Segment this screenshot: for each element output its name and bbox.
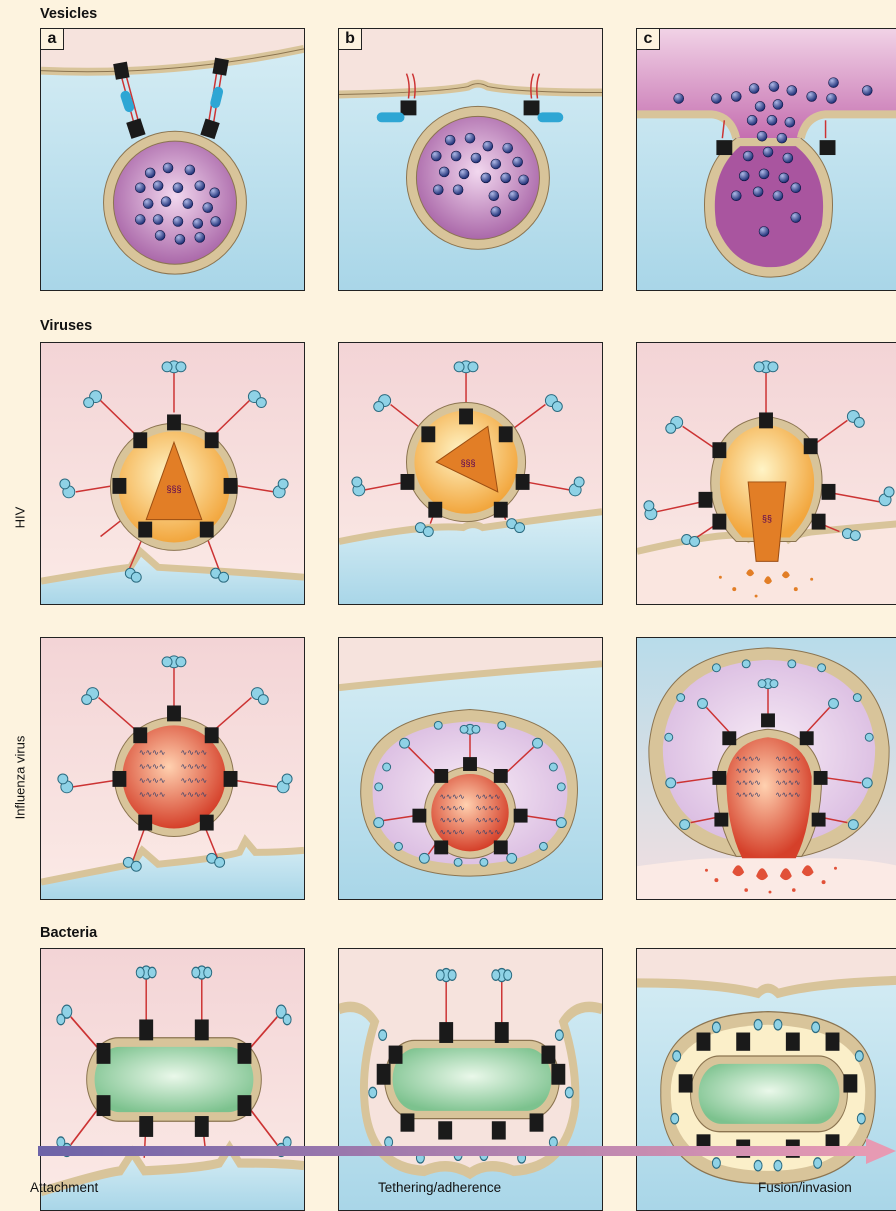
axis-label-attachment: Attachment bbox=[30, 1180, 98, 1195]
svg-text:∿∿∿∿: ∿∿∿∿ bbox=[736, 790, 761, 799]
svg-text:∿∿∿∿: ∿∿∿∿ bbox=[775, 754, 800, 763]
svg-text:∿∿∿∿: ∿∿∿∿ bbox=[440, 816, 465, 825]
panel-bacteria-fusion bbox=[636, 948, 896, 1211]
svg-text:§§§: §§§ bbox=[461, 458, 476, 468]
vesicle-fusion-illustration bbox=[637, 29, 896, 290]
svg-text:∿∿∿∿: ∿∿∿∿ bbox=[736, 778, 761, 787]
panel-hiv-tethering: §§§ bbox=[338, 342, 603, 605]
bacteria-attachment-illustration bbox=[41, 949, 304, 1210]
svg-text:∿∿∿∿: ∿∿∿∿ bbox=[440, 792, 465, 801]
panel-vesicle-tethering: b bbox=[338, 28, 603, 291]
svg-text:∿∿∿∿: ∿∿∿∿ bbox=[775, 778, 800, 787]
hiv-tethering-illustration: §§§ bbox=[339, 343, 602, 604]
hiv-attachment-illustration: §§§ bbox=[41, 343, 304, 604]
panel-influenza-fusion: ∿∿∿∿ ∿∿∿∿ ∿∿∿∿ ∿∿∿∿ ∿∿∿∿ ∿∿∿∿ ∿∿∿∿ ∿∿∿∿ bbox=[636, 637, 896, 900]
panel-letter-a: a bbox=[41, 29, 64, 50]
panel-bacteria-tethering bbox=[338, 948, 603, 1211]
axis-label-fusion: Fusion/invasion bbox=[758, 1180, 852, 1195]
vesicle-tethering-illustration bbox=[339, 29, 602, 290]
section-title-vesicles: Vesicles bbox=[40, 6, 97, 22]
panel-vesicle-fusion: c bbox=[636, 28, 896, 291]
svg-text:∿∿∿∿: ∿∿∿∿ bbox=[181, 790, 208, 799]
panel-hiv-attachment: §§§ bbox=[40, 342, 305, 605]
svg-text:∿∿∿∿: ∿∿∿∿ bbox=[181, 748, 208, 757]
svg-text:§§: §§ bbox=[762, 514, 772, 524]
svg-text:∿∿∿∿: ∿∿∿∿ bbox=[440, 804, 465, 813]
svg-text:∿∿∿∿: ∿∿∿∿ bbox=[139, 762, 166, 771]
svg-text:∿∿∿∿: ∿∿∿∿ bbox=[475, 792, 500, 801]
svg-text:∿∿∿∿: ∿∿∿∿ bbox=[139, 748, 166, 757]
influenza-tethering-illustration: ∿∿∿∿ ∿∿∿∿ ∿∿∿∿ ∿∿∿∿ ∿∿∿∿ ∿∿∿∿ ∿∿∿∿ ∿∿∿∿ bbox=[339, 638, 602, 899]
bacteria-fusion-illustration bbox=[637, 949, 896, 1210]
svg-text:∿∿∿∿: ∿∿∿∿ bbox=[736, 754, 761, 763]
vesicle-attachment-illustration bbox=[41, 29, 304, 290]
progression-arrow bbox=[38, 1138, 896, 1164]
svg-text:§§§: §§§ bbox=[167, 484, 182, 494]
axis-label-tethering: Tethering/adherence bbox=[378, 1180, 501, 1195]
row-label-hiv: HIV bbox=[13, 418, 28, 618]
svg-text:∿∿∿∿: ∿∿∿∿ bbox=[181, 776, 208, 785]
svg-text:∿∿∿∿: ∿∿∿∿ bbox=[775, 790, 800, 799]
panel-hiv-fusion: §§ bbox=[636, 342, 896, 605]
svg-text:∿∿∿∿: ∿∿∿∿ bbox=[475, 816, 500, 825]
section-title-bacteria: Bacteria bbox=[40, 925, 97, 941]
svg-text:∿∿∿∿: ∿∿∿∿ bbox=[475, 827, 500, 836]
svg-text:∿∿∿∿: ∿∿∿∿ bbox=[139, 776, 166, 785]
svg-text:∿∿∿∿: ∿∿∿∿ bbox=[181, 762, 208, 771]
panel-influenza-tethering: ∿∿∿∿ ∿∿∿∿ ∿∿∿∿ ∿∿∿∿ ∿∿∿∿ ∿∿∿∿ ∿∿∿∿ ∿∿∿∿ bbox=[338, 637, 603, 900]
section-title-viruses: Viruses bbox=[40, 318, 92, 334]
panel-vesicle-attachment: a bbox=[40, 28, 305, 291]
svg-text:∿∿∿∿: ∿∿∿∿ bbox=[775, 766, 800, 775]
influenza-attachment-illustration: ∿∿∿∿ ∿∿∿∿ ∿∿∿∿ ∿∿∿∿ ∿∿∿∿ ∿∿∿∿ ∿∿∿∿ ∿∿∿∿ bbox=[41, 638, 304, 899]
influenza-fusion-illustration: ∿∿∿∿ ∿∿∿∿ ∿∿∿∿ ∿∿∿∿ ∿∿∿∿ ∿∿∿∿ ∿∿∿∿ ∿∿∿∿ bbox=[637, 638, 896, 899]
bacteria-tethering-illustration bbox=[339, 949, 602, 1210]
hiv-fusion-illustration: §§ bbox=[637, 343, 896, 604]
svg-text:∿∿∿∿: ∿∿∿∿ bbox=[440, 827, 465, 836]
svg-text:∿∿∿∿: ∿∿∿∿ bbox=[736, 766, 761, 775]
row-label-influenza: Influenza virus bbox=[13, 678, 28, 878]
panel-letter-b: b bbox=[339, 29, 362, 50]
panel-bacteria-attachment bbox=[40, 948, 305, 1211]
svg-text:∿∿∿∿: ∿∿∿∿ bbox=[139, 790, 166, 799]
svg-text:∿∿∿∿: ∿∿∿∿ bbox=[475, 804, 500, 813]
panel-letter-c: c bbox=[637, 29, 660, 50]
panel-influenza-attachment: ∿∿∿∿ ∿∿∿∿ ∿∿∿∿ ∿∿∿∿ ∿∿∿∿ ∿∿∿∿ ∿∿∿∿ ∿∿∿∿ bbox=[40, 637, 305, 900]
